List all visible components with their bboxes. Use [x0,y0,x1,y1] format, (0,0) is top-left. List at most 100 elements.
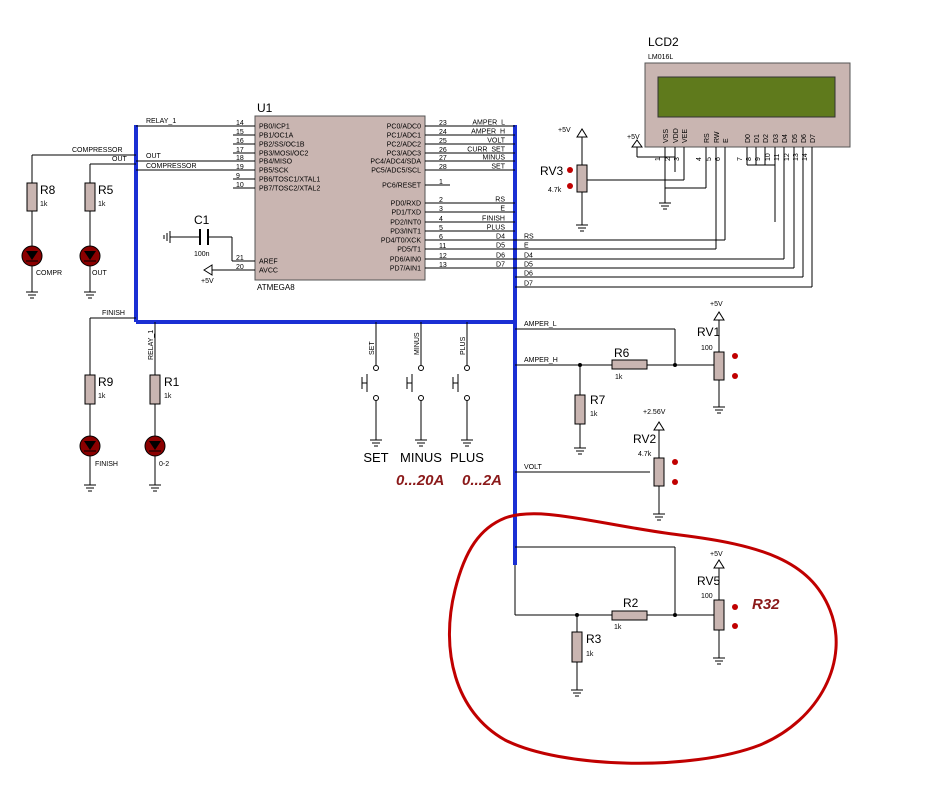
rv5-supply: +5V [710,551,723,558]
mcu-pin-number: 17 [236,147,244,154]
c1-wires [170,236,255,271]
led-relay [144,435,166,457]
lcd-pins: VSS1VDD2VEE3RS4RW5E6D07D18D29D310D411D51… [655,128,817,161]
ground-symbol [713,406,725,414]
bus [134,125,517,565]
mcu-pin-name: PB6/TOSC1/XTAL1 [259,177,320,184]
ground-symbol [84,484,96,492]
pot-rv2 [653,457,665,487]
lcd-vdd-label: +5V [627,134,640,141]
mcu-pin-number: 27 [439,155,447,162]
lcd-pin-number: 1 [655,157,662,161]
rv2-value: 4.7k [638,451,652,458]
resistor-r7-ref: R7 [590,393,606,407]
led-finish [79,435,101,457]
resistor-r1 [149,374,161,405]
lcd-display: LCD2 LM016L VSS1VDD2VEE3RS4RW5E6D07D18D2… [644,35,851,161]
pot-rv3-knob-down [567,183,573,189]
mcu-pin-number: 2 [439,197,443,204]
capacitor-c1-ref: C1 [194,213,210,227]
led-wires-top [31,154,136,292]
net-label: PLUS [487,225,506,232]
led-out [79,245,101,267]
rv3-ref: RV3 [540,164,563,178]
resistor-r1-ref: R1 [164,375,180,389]
lcd-screen [657,76,836,118]
lcd-net-label: D6 [524,271,533,278]
supply-arrow [653,421,665,431]
lcd-net-label: D4 [524,253,533,260]
lcd-pin-number: 4 [696,157,703,161]
mcu-pin-number: 4 [439,216,443,223]
ground-symbol [149,484,161,492]
button-label: PLUS [450,450,484,465]
mcu-pin-number: 18 [236,155,244,162]
ground-symbol [659,202,671,210]
lcd-net-label: E [524,243,529,250]
rv1-supply: +5V [710,301,723,308]
pot-rv1-knob-down [732,373,738,379]
mcu-pin-number: 10 [236,182,244,189]
ground-symbol [574,447,586,455]
lcd-pin-number: 8 [746,157,753,161]
lcd-pin-name: D2 [763,134,770,143]
net-label: D4 [496,234,505,241]
mcu-pin-name: PD7/AIN1 [390,266,421,273]
annotation-range-2a: 0...2A [462,472,502,489]
mcu-pin-number: 26 [439,147,447,154]
ground-symbol [571,689,583,697]
mcu-pin-name: PB3/MOSI/OC2 [259,151,309,158]
pot-rv3 [576,164,588,193]
net-label: CURR_SET [467,147,505,154]
junction-dot [575,613,579,617]
resistor-r2-value: 1k [614,624,622,631]
lcd-pin-name: D7 [810,134,817,143]
mcu-part: ATMEGA8 [257,283,295,292]
resistor-r2-ref: R2 [623,596,639,610]
mcu-pin-number: 24 [439,129,447,136]
pot-rv5-knob-down [732,623,738,629]
led-compr-label: COMPR [36,270,62,277]
resistor-r8-value: 1k [40,201,48,208]
mcu-ref: U1 [257,101,273,115]
pot-rv1 [713,351,725,381]
net-compressor-label: COMPRESSOR [146,163,197,170]
resistor-r7-value: 1k [590,411,598,418]
supply-arrow [576,128,588,138]
mcu-pin-name: PB0/ICP1 [259,124,290,131]
lcd-pin-number: 9 [755,157,762,161]
mcu-pin-number: 25 [439,138,447,145]
mcu-pin-name: PD4/T0/XCK [381,238,421,245]
ground-symbol [713,657,725,665]
mcu-pin-name: PB1/OC1A [259,133,294,140]
mcu-pin-name: PC6/RESET [382,183,422,190]
lcd-pin-name: VSS [663,129,670,143]
mcu-right-nets: AMPER_LAMPER_HVOLTCURR_SETMINUSSETRSEFIN… [450,120,515,269]
lcd-pin-name: RS [704,133,711,143]
mcu-pin-name: PC3/ADC3 [387,151,421,158]
rv5-ref: RV5 [697,574,720,588]
lcd-pin-name: VDD [673,128,680,143]
led-relay-label: 0-2 [159,461,169,468]
pot-rv2-knob-up [672,459,678,465]
mcu-pin-number: 5 [439,225,443,232]
ground-symbol [26,291,38,299]
mcu-pin-name: PD6/AIN0 [390,257,421,264]
junction-dot [578,363,582,367]
lcd-net-label: D5 [524,262,533,269]
button-net-label: MINUS [414,332,421,355]
mcu-pin-name: PD2/INT0 [390,220,421,227]
ground-symbol [576,224,588,232]
annotation-r32: R32 [752,596,780,613]
highlight-circle [448,512,838,765]
lcd-pin-name: VEE [682,129,689,143]
mcu-pin-name: PD0/RXD [391,201,421,208]
pot-rv5 [713,599,725,631]
net-label: D5 [496,243,505,250]
net-label: D6 [496,253,505,260]
